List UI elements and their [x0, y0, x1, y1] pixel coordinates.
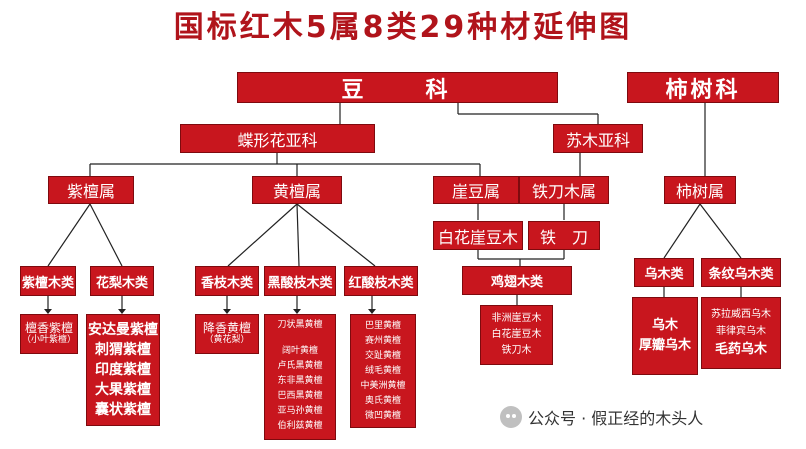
species-item: 阔叶黄檀 [281, 346, 318, 356]
species-item: 东非黑黄檀 [277, 376, 323, 386]
species-item: 微凹黄檀 [364, 410, 401, 421]
species-item: 白花崖豆木 [491, 329, 542, 340]
subfamily-caesalpinioideae: 苏木亚科 [553, 124, 643, 153]
watermark-text: 公众号 · 假正经的木头人 [528, 409, 704, 428]
species-item: 苏拉威西乌木 [711, 309, 771, 320]
species-item: 囊状紫檀 [95, 402, 151, 418]
genus-millettia: 崖豆属 [433, 176, 519, 204]
species-item: 厚瓣乌木 [638, 338, 691, 353]
watermark: 公众号 · 假正经的木头人 [500, 402, 703, 432]
species-item: 赛州黄檀 [364, 335, 401, 346]
species-list-heisuanzhi: 刀状黑黄檀 阔叶黄檀 卢氏黑黄檀 东非黑黄檀 巴西黑黄檀 亚马孙黄檀 伯利兹黄檀 [264, 314, 336, 440]
species-note: （黄花梨） [204, 334, 250, 345]
species-item: 卢氏黑黄檀 [277, 361, 323, 371]
species-item: 绒毛黄檀 [364, 365, 401, 376]
subfamily-papilionoideae: 蝶形花亚科 [180, 124, 375, 153]
species-item: 巴西黑黄檀 [277, 391, 323, 401]
category-jichi: 鸡翅木类 [462, 266, 572, 295]
species-list-zitan: 檀香紫檀 （小叶紫檀） [20, 314, 78, 354]
species-list-tiaowen: 苏拉威西乌木 菲律宾乌木 毛药乌木 [701, 297, 781, 369]
category-heisuanzhi: 黑酸枝木类 [264, 266, 336, 296]
category-huali: 花梨木类 [90, 266, 154, 296]
species-item: 降香黄檀 [202, 321, 251, 336]
species-list-huali: 安达曼紫檀 刺猬紫檀 印度紫檀 大果紫檀 囊状紫檀 [86, 314, 160, 426]
species-item: 奥氏黄檀 [364, 395, 401, 406]
category-tiaowen: 条纹乌木类 [701, 258, 781, 287]
species-list-jichi: 非洲崖豆木 白花崖豆木 铁刀木 [480, 305, 553, 365]
species-item: 亚马孙黄檀 [277, 406, 323, 416]
species-note: （小叶紫檀） [21, 334, 76, 345]
species-senna-siamea: 铁 刀 [528, 221, 600, 250]
species-item: 刺猬紫檀 [95, 342, 151, 358]
species-item: 非洲崖豆木 [491, 313, 542, 324]
species-millettia-leucantha: 白花崖豆木 [433, 221, 523, 250]
category-xiangzhi: 香枝木类 [195, 266, 259, 296]
species-item: 毛药乌木 [714, 342, 767, 357]
species-item: 安达曼紫檀 [88, 322, 158, 338]
genus-dalbergia: 黄檀属 [252, 176, 342, 204]
category-wumu: 乌木类 [634, 258, 694, 287]
species-list-xiangzhi: 降香黄檀 （黄花梨） [195, 314, 259, 354]
genus-diospyros: 柿树属 [664, 176, 736, 204]
species-item: 伯利兹黄檀 [277, 421, 323, 431]
category-hongsuanzhi: 红酸枝木类 [344, 266, 418, 296]
species-item: 檀香紫檀 [24, 321, 73, 336]
species-item: 大果紫檀 [95, 382, 151, 398]
species-item: 菲律宾乌木 [716, 326, 766, 337]
chart-title: 国标红木5属8类29种材延伸图 [173, 10, 633, 45]
species-list-hongsuanzhi: 巴里黄檀 赛州黄檀 交趾黄檀 绒毛黄檀 中美洲黄檀 奥氏黄檀 微凹黄檀 [350, 314, 416, 428]
family-legume: 豆 科 [237, 72, 558, 103]
species-item: 交趾黄檀 [364, 350, 401, 361]
genus-pterocarpus: 紫檀属 [48, 176, 134, 204]
species-list-wumu: 乌木 厚瓣乌木 [632, 297, 698, 375]
species-item: 刀状黑黄檀 [277, 320, 323, 330]
species-item: 铁刀木 [501, 345, 532, 356]
species-item: 印度紫檀 [95, 362, 151, 378]
genus-senna: 铁刀木属 [519, 176, 609, 204]
species-item: 中美洲黄檀 [360, 380, 406, 391]
species-item: 巴里黄檀 [364, 320, 401, 331]
category-zitan: 紫檀木类 [20, 266, 76, 296]
family-persimmon: 柿树科 [627, 72, 779, 103]
species-item: 乌木 [651, 318, 678, 333]
wechat-icon [500, 406, 522, 428]
